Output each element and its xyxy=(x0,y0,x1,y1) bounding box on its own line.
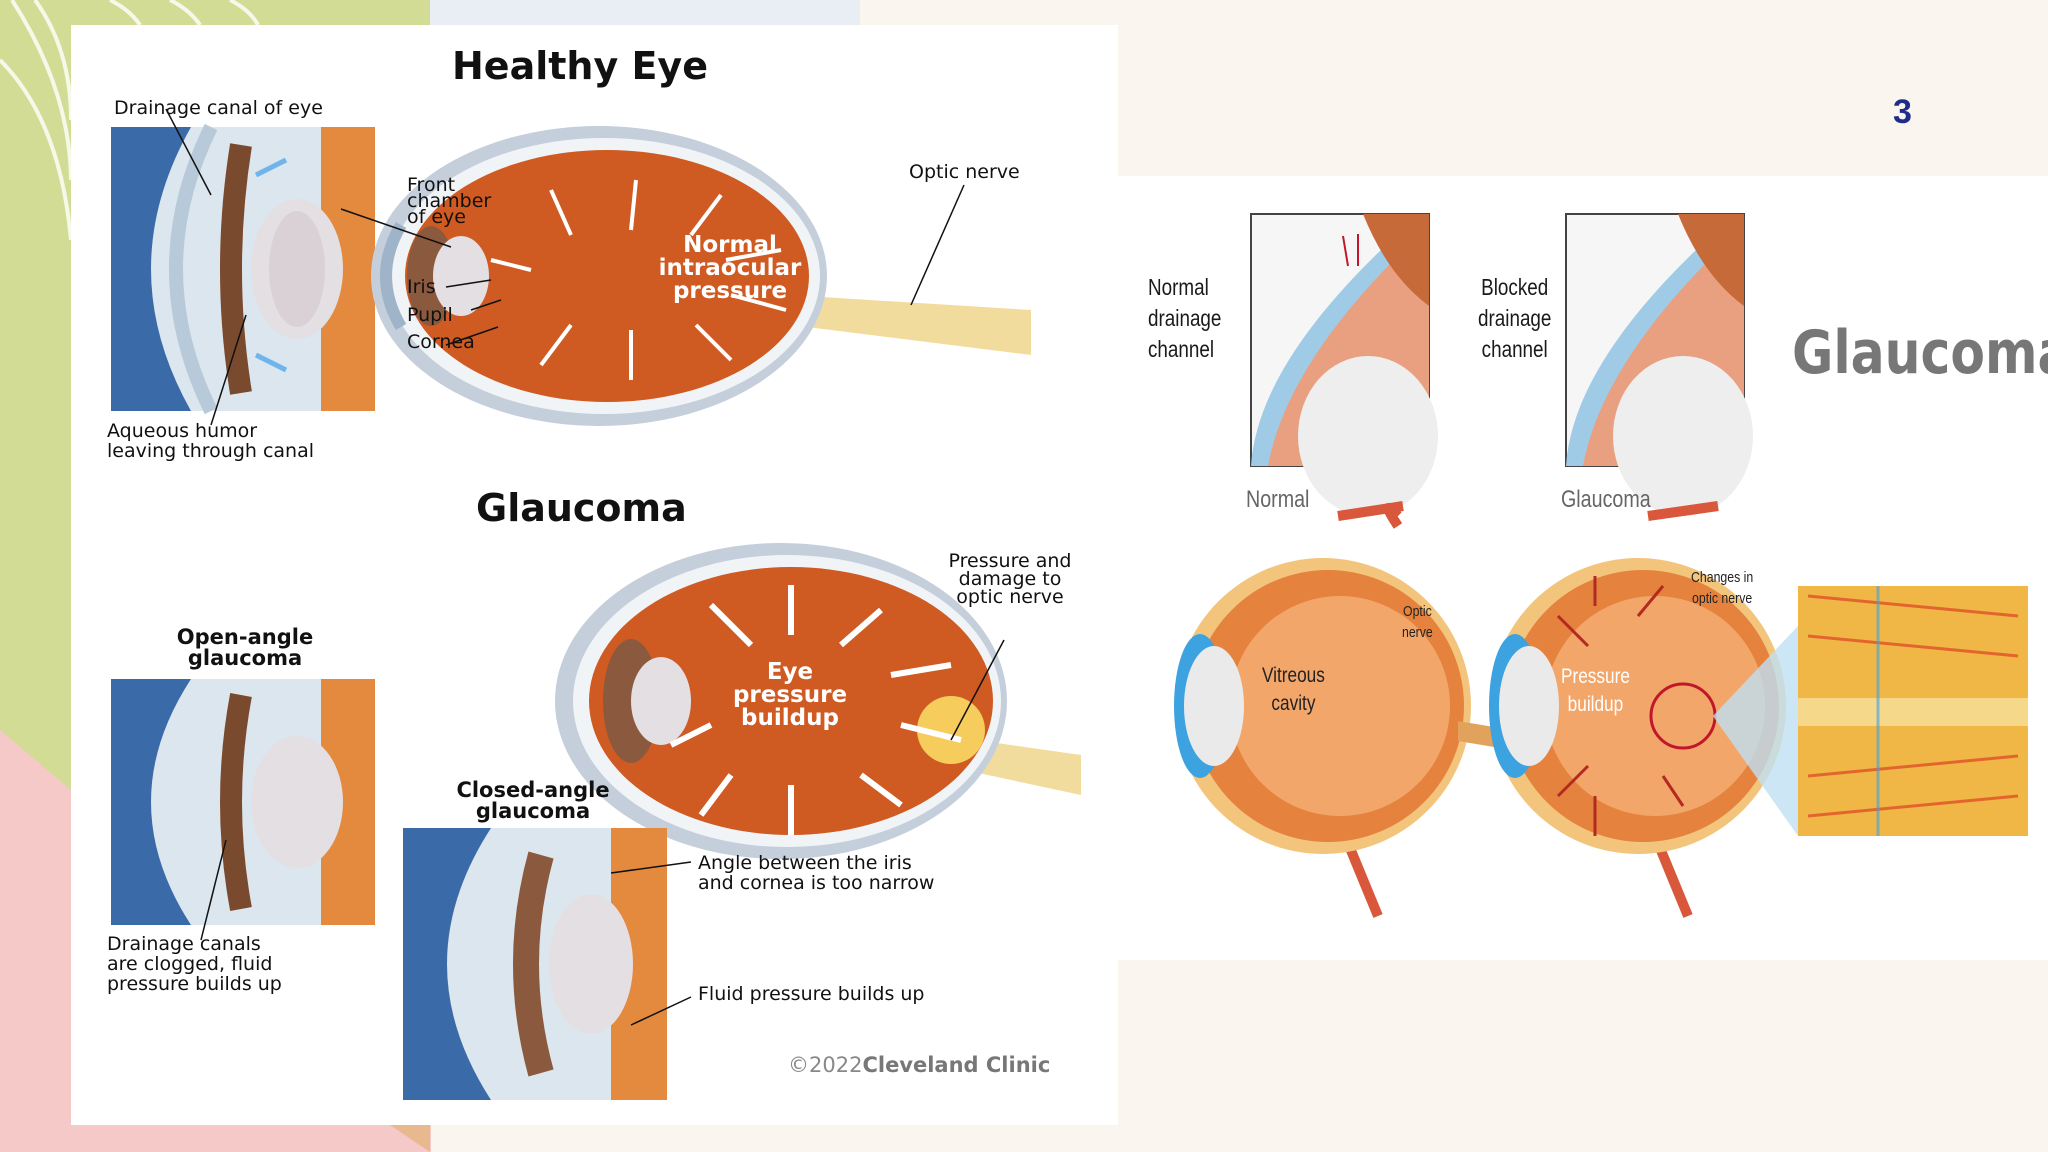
slide-number: 3 xyxy=(1893,93,1912,131)
normal-drainage-inset xyxy=(1250,213,1438,516)
glaucoma-title: Glaucoma xyxy=(476,486,687,530)
blocked-drainage-inset xyxy=(1565,213,1753,516)
cornea-label: Cornea xyxy=(407,331,475,353)
diagram-illustrations xyxy=(111,108,1081,1100)
normal-eye-illustration xyxy=(1174,501,1548,918)
healthy-eye-title: Healthy Eye xyxy=(452,44,708,88)
iris-label: Iris xyxy=(407,276,436,298)
healthy-eye-illustration xyxy=(340,126,1031,426)
optic-nerve-cross-section xyxy=(1798,586,2028,836)
closed-angle-inset xyxy=(403,828,692,1100)
fluid-pressure-label: Fluid pressure builds up xyxy=(698,983,925,1005)
optic-nerve-label: Optic nerve xyxy=(909,161,1020,183)
drainage-canal-label: Drainage canal of eye xyxy=(114,97,323,119)
normal-caption: Normal xyxy=(1246,486,1310,513)
copyright-notice: ©2022Cleveland Clinic xyxy=(788,1053,1051,1077)
glaucoma-caption: Glaucoma xyxy=(1561,486,1651,513)
eye-comparison-illustrations xyxy=(1174,213,2028,918)
glaucoma-eye-illustration-right xyxy=(1489,501,1798,918)
glaucoma-eye-illustration xyxy=(555,543,1081,859)
slide-heading: Glaucoma xyxy=(1792,318,2048,388)
drainage-canal-inset xyxy=(111,108,375,426)
pupil-label: Pupil xyxy=(407,304,453,326)
open-angle-inset xyxy=(111,679,375,941)
